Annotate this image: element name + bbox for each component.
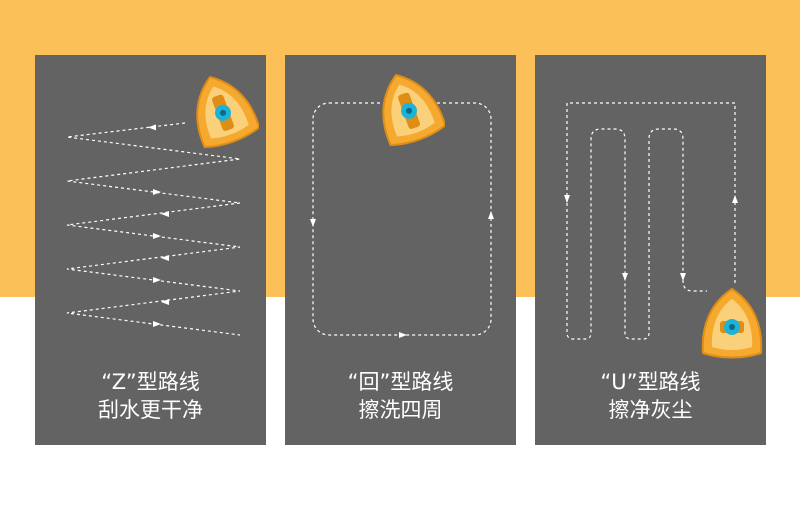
route-title: “Z”型路线 [101,370,200,394]
route-subtitle: 擦净灰尘 [608,398,693,422]
route-title: “U”型路线 [600,370,701,394]
u-route-panel: “U”型路线 擦净灰尘 [535,55,766,445]
window-cleaning-robot-icon [196,75,259,149]
z-route-panel: “Z”型路线 刮水更干净 [35,55,266,445]
window-cleaning-robot-icon [701,287,763,359]
route-subtitle: 刮水更干净 [98,398,203,422]
route-subtitle: 擦洗四周 [358,398,443,422]
z-route-path [66,122,241,336]
u-route-path [564,102,738,340]
window-cleaning-robot-icon [382,73,445,147]
route-title: “回”型路线 [347,370,454,394]
hui-route-panel: “回”型路线 擦洗四周 [285,55,516,445]
